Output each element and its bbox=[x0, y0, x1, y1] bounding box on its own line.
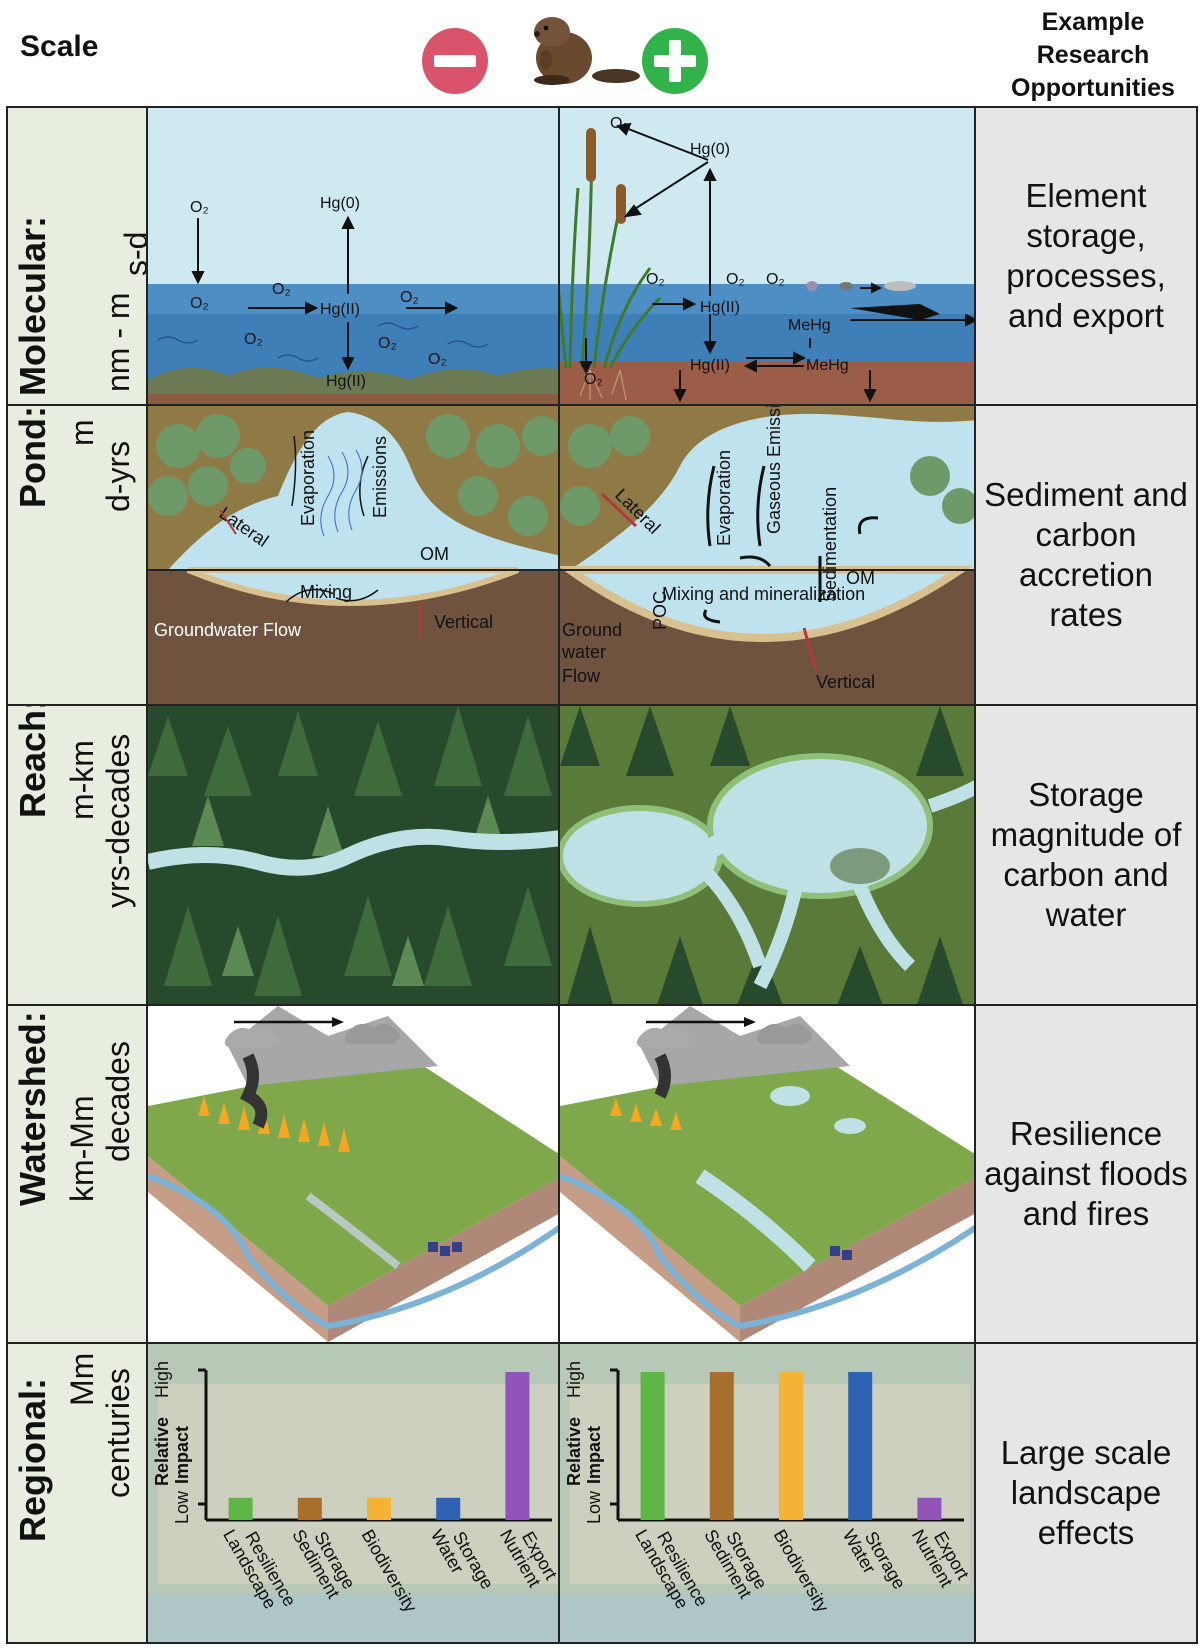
scale-time: s-d bbox=[118, 231, 148, 276]
watershed-panel-with-beaver bbox=[558, 1004, 976, 1344]
om-label: OM bbox=[846, 568, 875, 588]
bar bbox=[779, 1372, 803, 1520]
y-tick-label-high: High bbox=[152, 1361, 172, 1398]
scale-time: d-yrs bbox=[100, 440, 136, 512]
bar bbox=[848, 1372, 873, 1520]
o2-label: O₂ bbox=[272, 281, 291, 298]
scale-cell-regional: Regional: Mm centuries bbox=[6, 1342, 148, 1644]
mehg-sediment-label: MeHg bbox=[806, 357, 849, 374]
bar bbox=[709, 1372, 734, 1520]
scale-space: m-km bbox=[64, 740, 100, 820]
o2-label: O₂ bbox=[584, 371, 603, 388]
o2-label: O₂ bbox=[190, 199, 209, 216]
hg2-sediment-label: Hg(II) bbox=[690, 357, 730, 374]
y-tick-label-low: Low bbox=[172, 1490, 192, 1524]
scale-space: Mm bbox=[64, 1352, 100, 1406]
groundwater-label: water bbox=[561, 642, 606, 662]
hg0-label: Hg(0) bbox=[690, 141, 730, 158]
hg2-label: Hg(II) bbox=[700, 299, 740, 316]
scale-time: centuries bbox=[100, 1368, 136, 1498]
watershed-panel-without-beaver bbox=[146, 1004, 560, 1344]
om-label: OM bbox=[420, 544, 449, 564]
gaseous-label: Gaseous Emissions bbox=[764, 406, 784, 534]
vertical-label: Vertical bbox=[434, 612, 493, 632]
o2-label: O₂ bbox=[726, 271, 745, 288]
o2-label: O₂ bbox=[378, 335, 397, 352]
opportunity-pond: Sediment and carbon accretion rates bbox=[974, 404, 1198, 706]
scale-name: Pond: bbox=[12, 406, 53, 508]
poc-label: POC bbox=[650, 591, 670, 630]
y-tick-label-high: High bbox=[564, 1361, 584, 1398]
o2-label: O₂ bbox=[766, 271, 785, 288]
scale-name: Watershed: bbox=[12, 1011, 53, 1206]
evaporation-label: Evaporation bbox=[298, 430, 318, 526]
o2-label: O₂ bbox=[190, 295, 209, 312]
scale-cell-watershed: Watershed: km-Mm decades bbox=[6, 1004, 148, 1344]
y-tick-label-low: Low bbox=[584, 1490, 604, 1524]
scale-name: Reach: bbox=[12, 704, 53, 818]
plus-icon bbox=[642, 28, 708, 94]
pond-panel-without-beaver: Evaporation Emissions Lateral OM Mixing … bbox=[146, 404, 560, 706]
y-axis-label: Relative bbox=[152, 1417, 172, 1486]
opportunity-molecular: Element storage, processes, and export bbox=[974, 106, 1198, 406]
reach-panel-without-beaver bbox=[146, 704, 560, 1006]
bar bbox=[297, 1497, 322, 1520]
mixing-label: Mixing bbox=[300, 582, 352, 602]
molecular-panel-with-beaver: O₂ Hg(0) O₂ O₂ O₂ Hg(II) MeHg Hg(II) MeH… bbox=[558, 106, 976, 406]
mehg-label: MeHg bbox=[788, 317, 831, 334]
groundwater-label: Groundwater Flow bbox=[154, 620, 302, 640]
o2-label: O₂ bbox=[400, 289, 419, 306]
scale-cell-reach: Reach: m-km yrs-decades bbox=[6, 704, 148, 1006]
y-axis-label: Impact bbox=[172, 1426, 192, 1484]
groundwater-label: Ground bbox=[562, 620, 622, 640]
bar bbox=[505, 1372, 530, 1520]
scale-space: m bbox=[64, 419, 100, 446]
bar bbox=[367, 1497, 391, 1520]
sedimentation-label: Sedimentation bbox=[820, 487, 840, 602]
o2-label: O₂ bbox=[646, 271, 665, 288]
scale-cell-pond: Pond: m d-yrs bbox=[6, 404, 148, 706]
bar bbox=[640, 1372, 665, 1520]
o2-label: O₂ bbox=[428, 351, 447, 368]
scale-time: yrs-decades bbox=[100, 733, 136, 908]
research-column-title: Example Research Opportunities bbox=[1011, 8, 1175, 102]
emissions-label: Emissions bbox=[370, 436, 390, 518]
scale-name: Molecular: bbox=[12, 215, 53, 396]
scale-column-title: Scale bbox=[20, 30, 99, 63]
scale-space: km-Mm bbox=[64, 1095, 100, 1202]
scale-cell-molecular: Molecular: nm - m s-d bbox=[6, 106, 148, 406]
beaver-icon bbox=[534, 17, 640, 85]
bar bbox=[917, 1497, 942, 1520]
y-axis-label: Impact bbox=[584, 1426, 604, 1484]
mixing-label: Mixing and mineralization bbox=[662, 584, 865, 604]
scale-space: nm - m bbox=[100, 292, 136, 392]
pond-panel-with-beaver: Evaporation Gaseous Emissions Sedimentat… bbox=[558, 404, 976, 706]
opportunity-regional: Large scale landscape effects bbox=[974, 1342, 1198, 1644]
evaporation-label: Evaporation bbox=[714, 450, 734, 546]
scale-time: decades bbox=[100, 1041, 136, 1162]
bar bbox=[228, 1497, 253, 1520]
hg2-sediment-label: Hg(II) bbox=[326, 373, 366, 390]
o2-label: O₂ bbox=[244, 331, 263, 348]
vertical-label: Vertical bbox=[816, 672, 875, 692]
molecular-panel-without-beaver: O₂ O₂ O₂ O₂ O₂ O₂ O₂ Hg(0) Hg(II) Hg(II) bbox=[146, 106, 560, 406]
opportunity-watershed: Resilience against floods and fires bbox=[974, 1004, 1198, 1344]
bar bbox=[436, 1497, 461, 1520]
minus-icon bbox=[422, 28, 488, 94]
hg0-label: Hg(0) bbox=[320, 195, 360, 212]
reach-panel-with-beaver bbox=[558, 704, 976, 1006]
opportunity-reach: Storage magnitude of carbon and water bbox=[974, 704, 1198, 1006]
y-axis-label: Relative bbox=[564, 1417, 584, 1486]
scale-name: Regional: bbox=[12, 1377, 53, 1542]
groundwater-label: Flow bbox=[562, 666, 601, 686]
hg2-label: Hg(II) bbox=[320, 301, 360, 318]
